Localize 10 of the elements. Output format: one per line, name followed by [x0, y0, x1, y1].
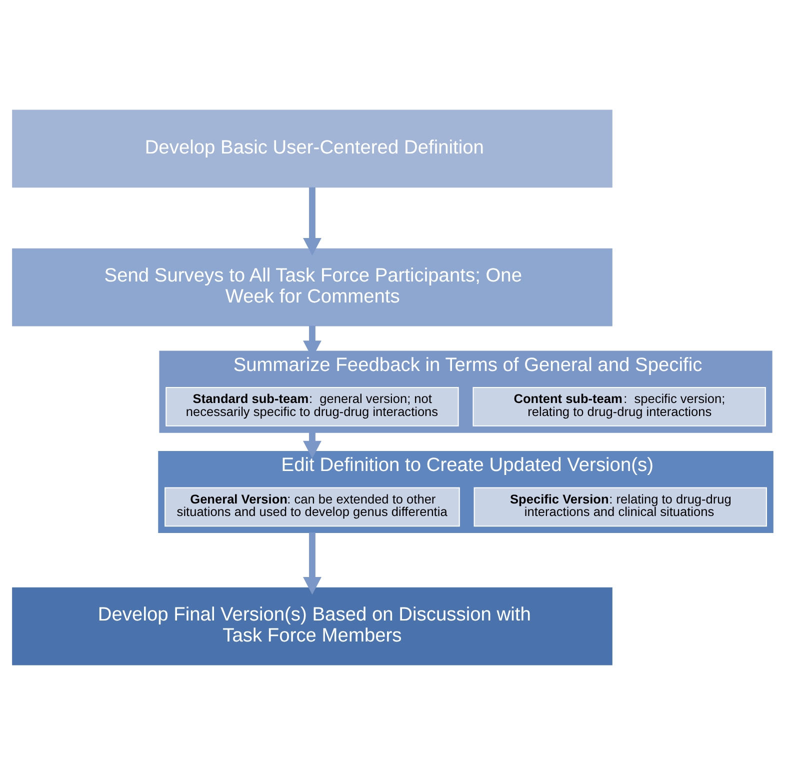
node-box: General Version: can be extended to other situations and used to develop genus differentia [164, 486, 460, 526]
node-box: Standard sub-team: general version; not necessarily specific to drug-drug interactions [166, 386, 459, 426]
arrow [303, 186, 322, 256]
node-box: Develop Final Version(s) Based on Discussion with Task Force Members [12, 586, 612, 665]
node-box: Develop Basic User-Centered Definition [12, 109, 612, 188]
arrow [303, 532, 322, 594]
node-box: Specific Version: relating to drug-drug interactions and clinical situations [474, 486, 767, 526]
node-box: Send Surveys to All Task Force Participants; One Week for Comments [12, 248, 612, 326]
node-box: Content sub-team: specific version; relating to drug-drug interactions [472, 386, 766, 426]
arrow [303, 432, 322, 458]
